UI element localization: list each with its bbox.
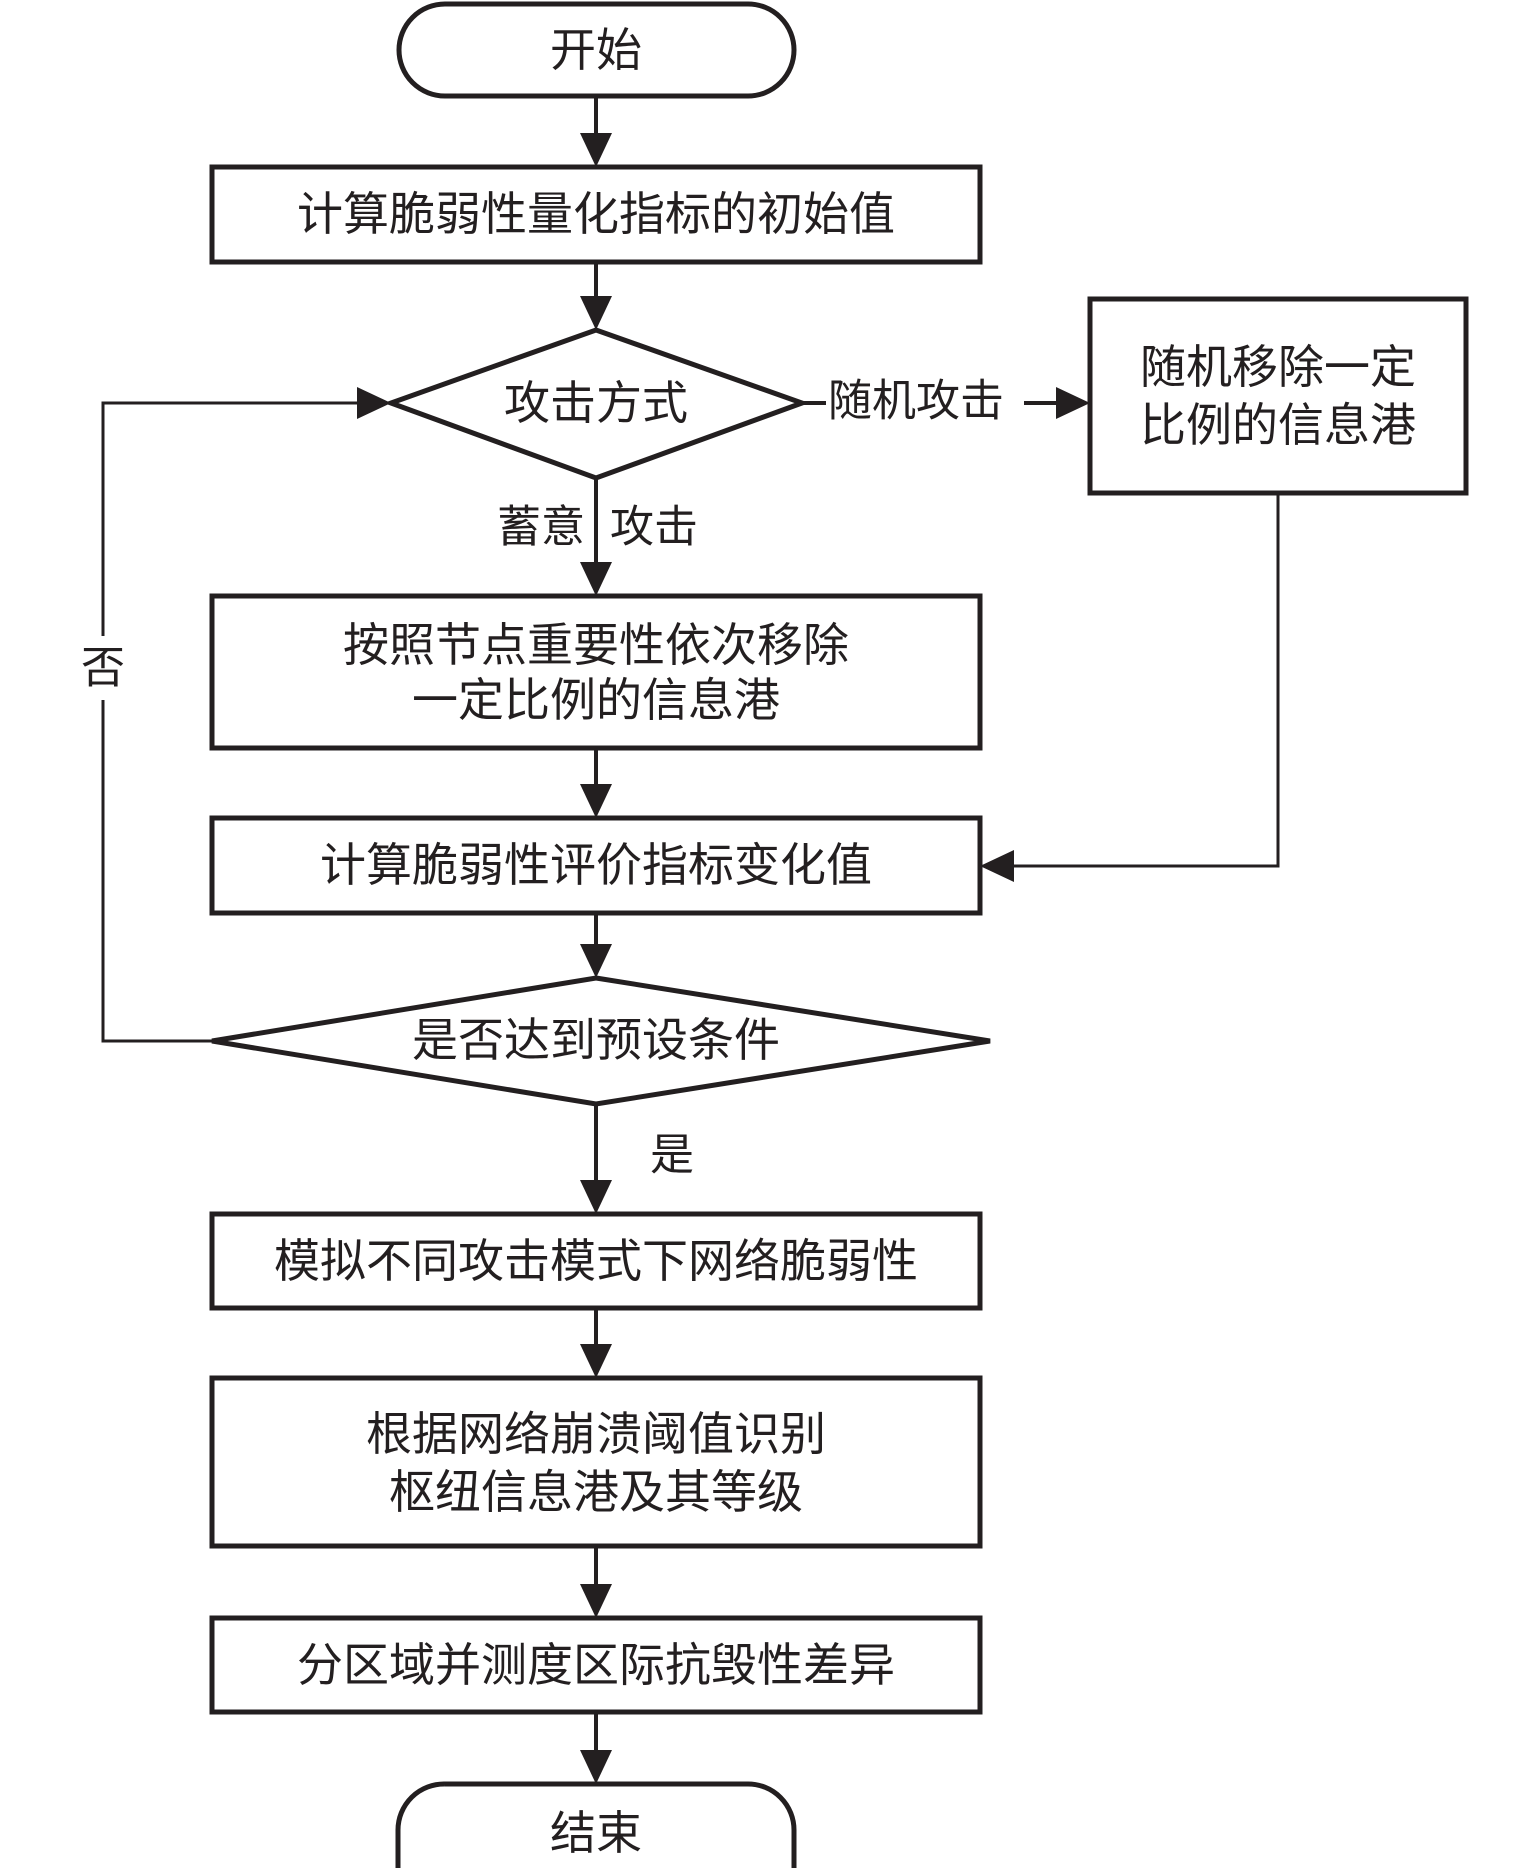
node-start: 开始 — [396, 1, 797, 99]
arrowhead-down-icon — [580, 1344, 612, 1378]
arrowhead-down-icon — [580, 1584, 612, 1618]
arrowhead-down-icon — [580, 784, 612, 818]
node-random-remove: 随机移除一定 比例的信息港 — [1087, 296, 1469, 496]
arrowhead-down-icon — [580, 944, 612, 978]
node-calc-initial-label: 计算脆弱性量化指标的初始值 — [297, 187, 895, 241]
node-regional: 分区域并测度区际抗毁性差异 — [209, 1615, 983, 1715]
arrowhead-down-icon — [580, 296, 612, 330]
node-identify-hubs: 根据网络崩溃阈值识别 枢纽信息港及其等级 — [209, 1375, 983, 1549]
edge-condition-to-attack-mode-upper — [101, 401, 365, 636]
node-end-label: 结束 — [550, 1806, 642, 1860]
node-end: 结束 — [395, 1781, 797, 1868]
node-condition-label: 是否达到预设条件 — [412, 1013, 780, 1067]
arrowhead-right-icon — [1056, 387, 1090, 419]
arrowhead-left-icon — [980, 850, 1014, 882]
edge-label-no: 否 — [81, 643, 125, 694]
edge-label-yes: 是 — [650, 1130, 694, 1181]
edge-condition-to-attack-mode — [101, 700, 212, 1043]
node-identify-hubs-line-2: 枢纽信息港及其等级 — [389, 1465, 803, 1519]
node-targeted-remove-line-2: 一定比例的信息港 — [412, 673, 780, 727]
edge-label-targeted-right: 攻击 — [610, 502, 698, 553]
node-simulate: 模拟不同攻击模式下网络脆弱性 — [209, 1211, 983, 1311]
edge-random-remove-to-calc-change — [1006, 493, 1280, 868]
node-targeted-remove-line-1: 按照节点重要性依次移除 — [343, 618, 849, 672]
arrowhead-down-icon — [580, 1750, 612, 1784]
edge-label-random-attack: 随机攻击 — [828, 376, 1004, 427]
node-attack-mode: 攻击方式 — [383, 327, 810, 481]
node-random-remove-line-1: 随机移除一定 — [1140, 340, 1416, 394]
arrowhead-down-icon — [580, 133, 612, 167]
node-calc-initial: 计算脆弱性量化指标的初始值 — [209, 164, 983, 265]
arrowhead-right-icon — [357, 387, 391, 419]
arrowhead-down-icon — [580, 562, 612, 596]
node-start-label: 开始 — [550, 23, 642, 77]
node-calc-change-label: 计算脆弱性评价指标变化值 — [320, 838, 872, 892]
node-attack-mode-label: 攻击方式 — [504, 376, 688, 430]
node-identify-hubs-line-1: 根据网络崩溃阈值识别 — [366, 1407, 826, 1461]
node-condition: 是否达到预设条件 — [211, 975, 991, 1107]
edge-label-targeted-left: 蓄意 — [497, 502, 585, 553]
node-calc-change: 计算脆弱性评价指标变化值 — [209, 815, 983, 916]
node-simulate-label: 模拟不同攻击模式下网络脆弱性 — [274, 1234, 918, 1288]
node-regional-label: 分区域并测度区际抗毁性差异 — [297, 1638, 895, 1692]
node-random-remove-line-2: 比例的信息港 — [1140, 398, 1416, 452]
arrowhead-down-icon — [580, 1180, 612, 1214]
node-targeted-remove: 按照节点重要性依次移除 一定比例的信息港 — [209, 593, 983, 751]
